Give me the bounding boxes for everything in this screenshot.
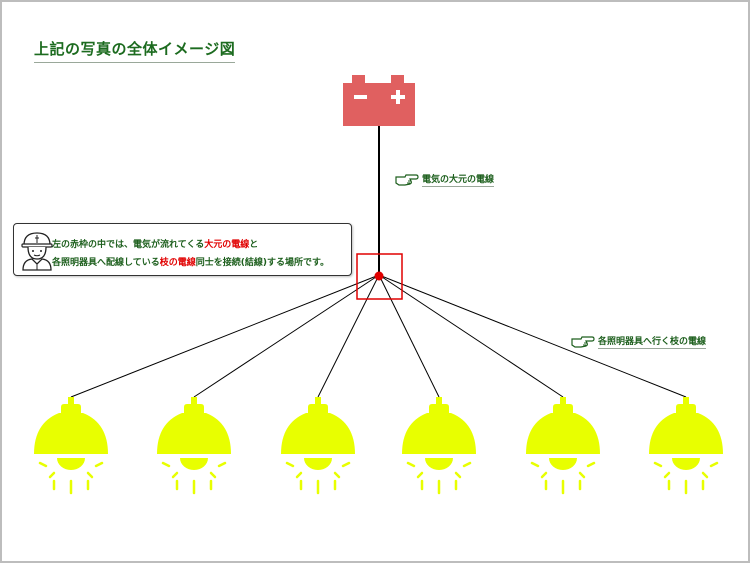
lamp-icon-4 — [400, 395, 478, 495]
battery-icon — [343, 75, 415, 126]
lamp-icon-2 — [155, 395, 233, 495]
lamp-icon-6 — [647, 395, 725, 495]
main-wire-label: 電気の大元の電線 — [395, 172, 495, 187]
pointing-hand-icon — [571, 335, 595, 348]
callout-text-2a: 各照明器具へ配線している — [52, 258, 160, 268]
worker-icon — [21, 232, 53, 271]
callout-highlight-branch-wire: 枝の電線 — [159, 258, 196, 268]
junction-highlight-box — [356, 253, 403, 300]
explanation-callout: 左の赤枠の中では、電気が流れてくる大元の電線と 各照明器具へ配線している枝の電線… — [13, 223, 352, 276]
callout-text-1b: と — [249, 240, 259, 250]
lamp-icon-1 — [32, 395, 110, 495]
callout-highlight-main-wire: 大元の電線 — [204, 240, 250, 250]
callout-text-1a: 左の赤枠の中では、電気が流れてくる — [52, 240, 205, 250]
lamp-icon-3 — [279, 395, 357, 495]
branch-wires — [70, 274, 687, 398]
branch-wire-label-text: 各照明器具へ行く枝の電線 — [598, 334, 707, 349]
page-title: 上記の写真の全体イメージ図 — [34, 38, 236, 63]
callout-line-1: 左の赤枠の中では、電気が流れてくる大元の電線と — [52, 237, 258, 250]
pointing-hand-icon — [395, 173, 419, 186]
branch-wire-label: 各照明器具へ行く枝の電線 — [571, 334, 707, 349]
main-wire-label-text: 電気の大元の電線 — [422, 172, 495, 187]
junction-dot — [374, 271, 384, 281]
callout-text-2b: 同士を接続(結線)する場所です。 — [195, 258, 330, 268]
lamp-icon-5 — [524, 395, 602, 495]
callout-line-2: 各照明器具へ配線している枝の電線同士を接続(結線)する場所です。 — [52, 255, 329, 268]
